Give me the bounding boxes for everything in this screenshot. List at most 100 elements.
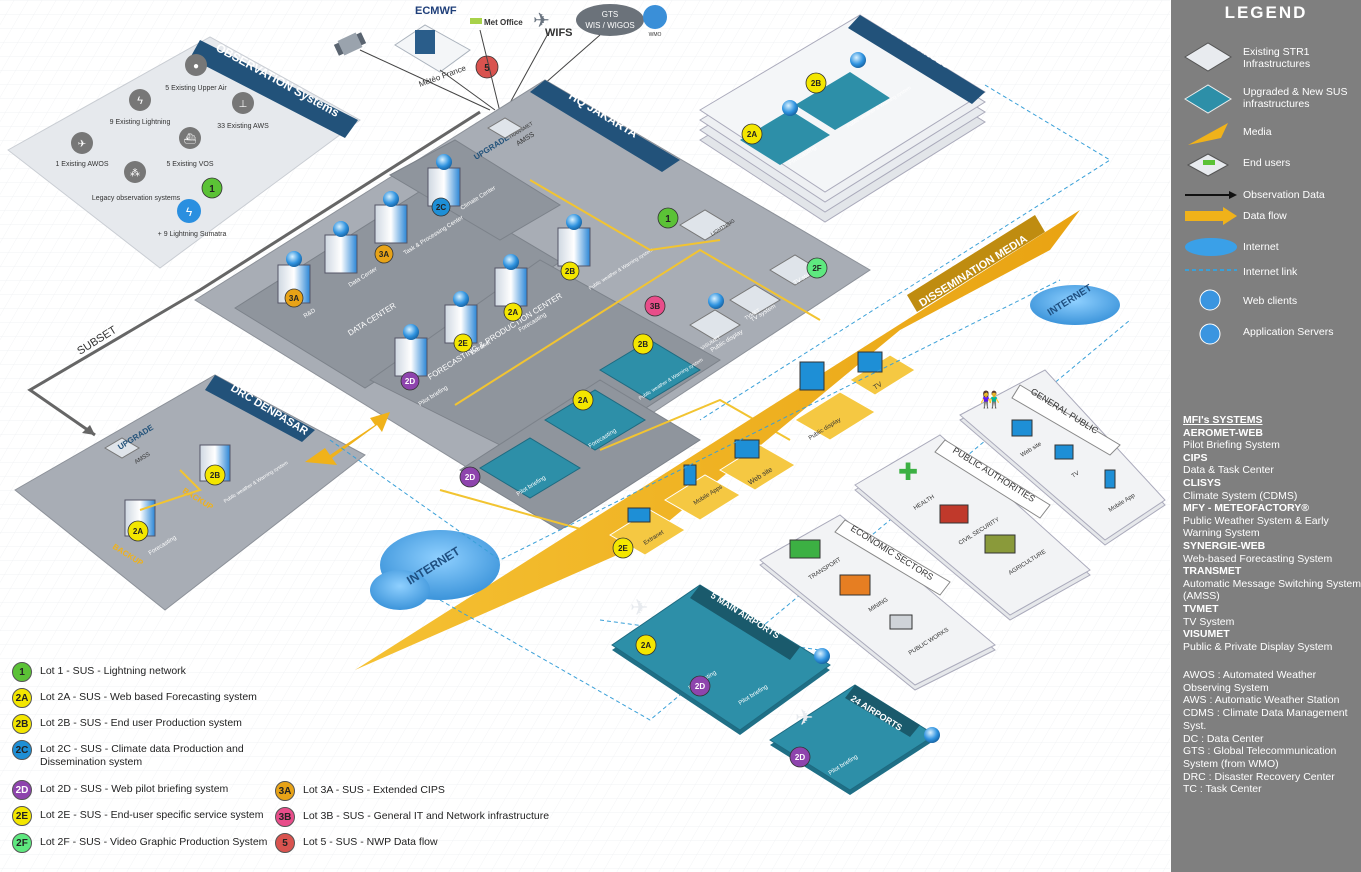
wifs-label: WIFS xyxy=(545,27,573,39)
svg-text:ϟ: ϟ xyxy=(137,95,143,107)
internet-cloud-icon: INTERNET INTERNET xyxy=(370,283,1120,610)
server-forecasting: Forecasting 2A xyxy=(494,254,548,334)
wmo-logo: WMO xyxy=(643,5,667,38)
lot-key-item: 2C Lot 2C - SUS - Climate data Productio… xyxy=(12,740,244,769)
main-airports-platform: 5 MAIN AIRPORTS ✈ Forecasting Pilot brie… xyxy=(611,584,831,735)
svg-text:2A: 2A xyxy=(578,396,588,405)
lot-badge: 2D xyxy=(12,780,32,800)
svg-text:2A: 2A xyxy=(747,130,757,139)
hq-platform: HQ JAKARTA DATA CENTER FORECASTING & PRO… xyxy=(194,79,871,531)
svg-text:2B: 2B xyxy=(811,79,821,88)
airplane-icon: ✈ xyxy=(630,595,648,620)
gts-cloud: GTS WIS / WIGOS xyxy=(576,4,644,36)
svg-text:✈: ✈ xyxy=(795,705,813,730)
abbreviations: AWOS : Automated Weather Observing Syste… xyxy=(1183,669,1348,796)
lightning-new-icon: ϟ xyxy=(177,199,201,223)
svg-text:5: 5 xyxy=(484,63,490,74)
svg-text:GTS: GTS xyxy=(602,10,618,19)
lot-key-item: 3B Lot 3B - SUS - General IT and Network… xyxy=(275,807,565,827)
svg-text:2B: 2B xyxy=(210,471,220,480)
lightning-icon: ϟ xyxy=(129,89,151,111)
data-flow-icon xyxy=(1185,207,1237,225)
lot-key-item: 2E Lot 2E - SUS - End-user specific serv… xyxy=(12,806,272,826)
svg-text:2B: 2B xyxy=(565,267,575,276)
media-band: DISSEMINATION MEDIA Public display TV We… xyxy=(355,210,1080,670)
svg-text:2C: 2C xyxy=(436,203,446,212)
lot-badge: 5 xyxy=(275,833,295,853)
lot-badge: 3A xyxy=(275,781,295,801)
obs-lightning: 9 Existing Lightning xyxy=(110,119,171,126)
lot-key-item: 2D Lot 2D - SUS - Web pilot briefing sys… xyxy=(12,780,272,800)
lot-key-item: 3A Lot 3A - SUS - Extended CIPS xyxy=(275,781,565,801)
met-office-icon xyxy=(470,18,482,24)
subset-line xyxy=(27,110,481,437)
lot-key-item: 2B Lot 2B - SUS - End user Production sy… xyxy=(12,714,272,734)
svg-text:3A: 3A xyxy=(289,294,299,303)
end-users-icon: 👫 xyxy=(980,390,1000,409)
svg-text:⛴: ⛴ xyxy=(184,133,197,145)
svg-text:1: 1 xyxy=(209,184,215,195)
internet-link-icon xyxy=(1185,269,1237,271)
lot-badge: 2C xyxy=(12,740,32,760)
web-client-icon xyxy=(1199,289,1221,311)
obs-legacy: Legacy observation systems xyxy=(92,195,181,202)
ecmwf-logo: ECMWF xyxy=(415,5,457,17)
lot-badge: 2B xyxy=(12,714,32,734)
svg-text:2F: 2F xyxy=(812,264,821,273)
svg-text:2D: 2D xyxy=(465,473,475,482)
svg-text:●: ● xyxy=(193,61,199,72)
lot-key-item: 2A Lot 2A - SUS - Web based Forecasting … xyxy=(12,688,272,708)
end-users-icon xyxy=(1186,153,1230,177)
lot-badge: 1 xyxy=(12,662,32,682)
architecture-diagram: OBSERVATION Systems ● 5 Existing Upper A… xyxy=(0,0,1170,872)
observation-platform: OBSERVATION Systems ● 5 Existing Upper A… xyxy=(7,36,361,269)
svg-text:WIS / WIGOS: WIS / WIGOS xyxy=(585,21,634,30)
obs-awos: 1 Existing AWOS xyxy=(55,161,108,168)
internet-cloud-icon xyxy=(1185,238,1237,256)
public-authorities-platform: PUBLIC AUTHORITIES ✚ HEALTH CIVIL SECURI… xyxy=(854,434,1091,621)
legend-title: LEGEND xyxy=(1224,3,1308,22)
svg-text:2D: 2D xyxy=(405,377,415,386)
svg-text:WMO: WMO xyxy=(649,32,662,38)
svg-text:1: 1 xyxy=(665,214,671,225)
svg-text:2D: 2D xyxy=(695,682,705,691)
lot-badge: 2E xyxy=(12,806,32,826)
general-public-platform: GENERAL PUBLIC 👫 Web site TV Mobile App xyxy=(959,369,1166,546)
svg-text:TV: TV xyxy=(872,381,884,392)
satellite-icon xyxy=(333,32,367,56)
svg-text:✈: ✈ xyxy=(533,10,550,32)
lot-key-item: 2F Lot 2F - SUS - Video Graphic Producti… xyxy=(12,833,272,853)
other-airports-platform: 24 AIRPORTS ✈ Pilot briefing 2D xyxy=(769,684,940,795)
balloon-icon: ● xyxy=(185,54,207,76)
met-office-logo: Met Office xyxy=(484,18,523,27)
svg-text:2D: 2D xyxy=(795,753,805,762)
airplane-icon: ✈ xyxy=(533,10,550,32)
ship-icon: ⛴ xyxy=(179,127,201,149)
sus-platform-icon xyxy=(1184,84,1232,114)
legend-panel: LEGEND Existing STR1 Infrastructures Upg… xyxy=(1171,0,1361,872)
lot-badge: 2A xyxy=(12,688,32,708)
fpc-pilot-briefing: Pilot briefing 2D xyxy=(459,437,581,499)
aws-station-icon: ⊥ xyxy=(232,92,254,114)
obs-vos: 5 Existing VOS xyxy=(166,161,213,168)
svg-text:2A: 2A xyxy=(641,641,651,650)
obs-upper-air: 5 Existing Upper Air xyxy=(165,85,227,92)
lot-key-item: 1 Lot 1 - SUS - Lightning network xyxy=(12,662,272,682)
svg-text:3A: 3A xyxy=(379,250,389,259)
mfi-systems: MFI's SYSTEMS AEROMET-WEB Pilot Briefing… xyxy=(1183,414,1361,653)
amss-box xyxy=(487,117,523,139)
svg-text:2E: 2E xyxy=(458,339,468,348)
fpc-forecasting: Forecasting 2A xyxy=(544,389,646,451)
svg-text:TV: TV xyxy=(1071,471,1081,480)
lot-badge: 3B xyxy=(275,807,295,827)
svg-text:ϟ: ϟ xyxy=(186,205,193,219)
svg-text:2E: 2E xyxy=(618,544,628,553)
obs-lot-badge xyxy=(201,177,223,199)
svg-text:2B: 2B xyxy=(638,340,648,349)
observation-arrow-icon xyxy=(1185,191,1237,199)
svg-text:⊥: ⊥ xyxy=(239,99,248,110)
obs-lightning-sumatra: + 9 Lightning Sumatra xyxy=(158,231,227,238)
backup-arrow xyxy=(305,412,390,465)
tv-studio: TV studio 2F xyxy=(769,254,828,287)
str1-platform-icon xyxy=(1184,42,1232,72)
